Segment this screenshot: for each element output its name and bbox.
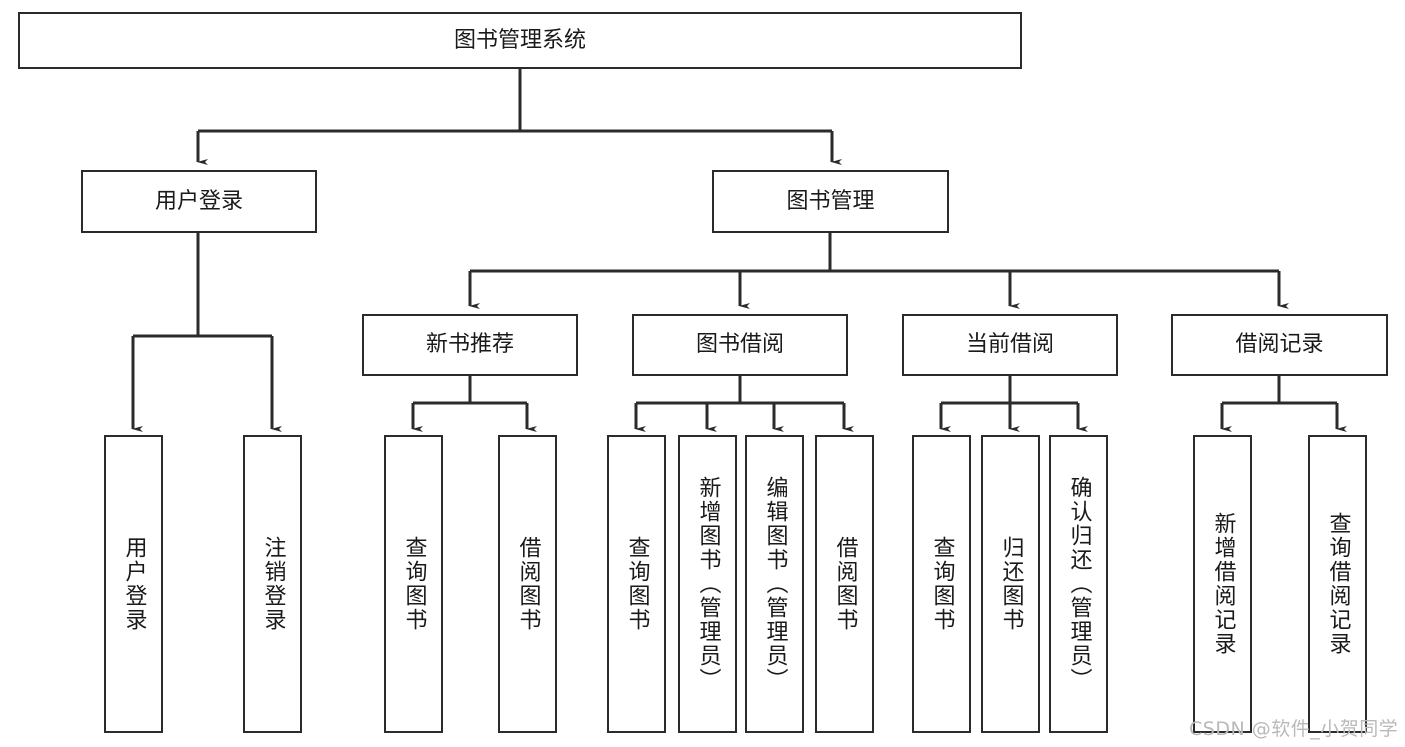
node-new-book-recommend-label: 新书推荐 bbox=[425, 332, 514, 358]
leaf-query-book-3[interactable]: 查询图书 bbox=[912, 435, 971, 733]
node-book-borrow[interactable]: 图书借阅 bbox=[632, 314, 848, 376]
leaf-query-book-3-label: 查询图书 bbox=[929, 536, 955, 632]
node-current-borrow-label: 当前借阅 bbox=[965, 332, 1054, 358]
leaf-add-book-label: 新增图书（管理员） bbox=[695, 476, 721, 692]
leaf-user-login[interactable]: 用户登录 bbox=[104, 435, 163, 733]
leaf-return-book-label: 归还图书 bbox=[998, 536, 1024, 632]
leaf-return-book[interactable]: 归还图书 bbox=[981, 435, 1040, 733]
node-book-borrow-label: 图书借阅 bbox=[695, 332, 784, 358]
node-current-borrow[interactable]: 当前借阅 bbox=[902, 314, 1118, 376]
leaf-query-book-1[interactable]: 查询图书 bbox=[384, 435, 443, 733]
leaf-confirm-return[interactable]: 确认归还（管理员） bbox=[1049, 435, 1108, 733]
leaf-borrow-book-1-label: 借阅图书 bbox=[515, 536, 541, 632]
node-user-login-label: 用户登录 bbox=[154, 188, 243, 214]
leaf-query-book-1-label: 查询图书 bbox=[401, 536, 427, 632]
leaf-add-record-label: 新增借阅记录 bbox=[1210, 512, 1236, 656]
leaf-add-book[interactable]: 新增图书（管理员） bbox=[678, 435, 737, 733]
node-user-login[interactable]: 用户登录 bbox=[81, 170, 317, 233]
csdn-watermark: CSDN @软件_小贺同学 bbox=[1189, 718, 1399, 740]
node-book-management-label: 图书管理 bbox=[786, 188, 875, 214]
leaf-query-book-2-label: 查询图书 bbox=[624, 536, 650, 632]
leaf-logout-login-label: 注销登录 bbox=[260, 536, 286, 632]
node-borrow-record[interactable]: 借阅记录 bbox=[1171, 314, 1388, 376]
leaf-borrow-book-2-label: 借阅图书 bbox=[832, 536, 858, 632]
leaf-user-login-label: 用户登录 bbox=[121, 536, 147, 632]
leaf-borrow-book-2[interactable]: 借阅图书 bbox=[815, 435, 874, 733]
leaf-query-record-label: 查询借阅记录 bbox=[1325, 512, 1351, 656]
leaf-edit-book-label: 编辑图书（管理员） bbox=[762, 476, 788, 692]
leaf-edit-book[interactable]: 编辑图书（管理员） bbox=[745, 435, 804, 733]
node-root[interactable]: 图书管理系统 bbox=[18, 12, 1022, 69]
leaf-borrow-book-1[interactable]: 借阅图书 bbox=[498, 435, 557, 733]
node-book-management[interactable]: 图书管理 bbox=[712, 170, 949, 233]
leaf-add-record[interactable]: 新增借阅记录 bbox=[1193, 435, 1252, 733]
leaf-confirm-return-label: 确认归还（管理员） bbox=[1066, 476, 1092, 692]
leaf-logout-login[interactable]: 注销登录 bbox=[243, 435, 302, 733]
leaf-query-record[interactable]: 查询借阅记录 bbox=[1308, 435, 1367, 733]
node-new-book-recommend[interactable]: 新书推荐 bbox=[362, 314, 578, 376]
node-borrow-record-label: 借阅记录 bbox=[1235, 332, 1324, 358]
node-root-label: 图书管理系统 bbox=[453, 27, 586, 53]
leaf-query-book-2[interactable]: 查询图书 bbox=[607, 435, 666, 733]
